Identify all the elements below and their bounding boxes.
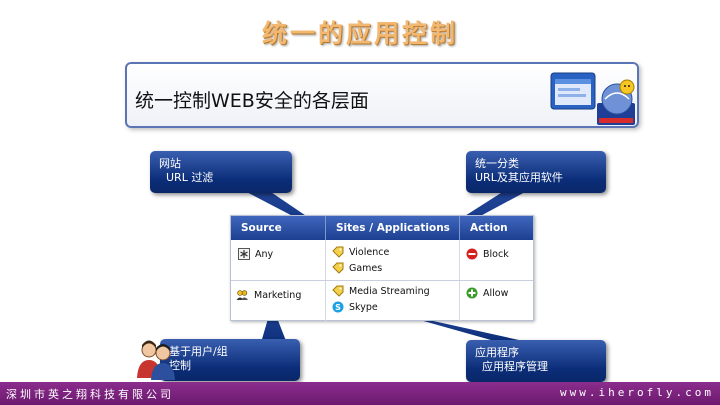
category-violence[interactable]: Violence <box>332 244 459 260</box>
sites-cell: Violence Games <box>326 240 460 280</box>
callout-application-control: 应用程序 应用程序管理 <box>466 340 606 382</box>
skype-icon: S <box>332 301 344 313</box>
callout-url-filtering: 网站 URL 过滤 <box>150 151 292 193</box>
headline-box: 统一控制WEB安全的各层面 <box>125 62 639 128</box>
category-label: Games <box>349 262 383 274</box>
callout-line: 应用程序管理 <box>475 360 548 373</box>
source-marketing: Marketing <box>235 287 325 303</box>
callout-line: URL及其应用软件 <box>475 171 563 184</box>
svg-text:S: S <box>335 303 341 312</box>
table-row[interactable]: Any <box>231 240 326 280</box>
category-games[interactable]: Games <box>332 260 459 276</box>
callout-user-group-control: 基于用户/组 控制 <box>160 339 300 381</box>
source-any: Any <box>238 246 325 262</box>
company-name: 深圳市英之翔科技有限公司 <box>6 388 174 401</box>
headline-text: 统一控制WEB安全的各层面 <box>135 90 369 112</box>
action-cell: Allow <box>460 281 533 321</box>
action-label: Block <box>483 248 509 260</box>
no-entry-icon <box>466 248 478 260</box>
users-group-icon <box>137 340 175 380</box>
tag-icon <box>332 285 344 297</box>
table-row[interactable]: Marketing <box>231 281 326 321</box>
application-skype[interactable]: S Skype <box>332 299 459 315</box>
callout-unified-classification: 统一分类 URL及其应用软件 <box>466 151 606 193</box>
slide-title: 统一的应用控制 <box>261 19 458 48</box>
callout-line: 统一分类 <box>475 157 519 170</box>
action-cell: Block <box>460 240 533 280</box>
category-media-streaming[interactable]: Media Streaming <box>332 283 459 299</box>
table-header-source: Source <box>231 216 326 240</box>
callout-line: URL 过滤 <box>159 171 214 184</box>
callout-line: 控制 <box>169 359 191 372</box>
row-divider <box>231 280 533 281</box>
web-security-illustration-icon <box>550 72 635 125</box>
website-link[interactable]: www.iherofly.com <box>560 386 714 399</box>
source-label: Marketing <box>254 289 302 301</box>
category-label: Media Streaming <box>349 285 430 297</box>
tag-icon <box>332 262 344 274</box>
callout-line: 网站 <box>159 157 181 170</box>
policy-table: Source Sites / Applications Action Any V… <box>230 215 534 321</box>
table-header-sites-applications: Sites / Applications <box>326 216 460 240</box>
group-icon <box>236 290 248 300</box>
callout-line: 基于用户/组 <box>169 345 228 358</box>
asterisk-box-icon <box>238 248 250 260</box>
plus-circle-icon <box>466 287 478 299</box>
action-allow[interactable]: Allow <box>466 285 533 301</box>
table-header-action: Action <box>460 216 533 240</box>
action-label: Allow <box>483 287 509 299</box>
footer-bar: 深圳市英之翔科技有限公司 www.iherofly.com <box>0 382 720 405</box>
sites-cell: Media Streaming S Skype <box>326 281 460 321</box>
action-block[interactable]: Block <box>466 246 533 262</box>
category-label: Violence <box>349 246 390 258</box>
application-label: Skype <box>349 301 378 313</box>
tag-icon <box>332 246 344 258</box>
callout-line: 应用程序 <box>475 346 519 359</box>
source-label: Any <box>255 248 274 260</box>
